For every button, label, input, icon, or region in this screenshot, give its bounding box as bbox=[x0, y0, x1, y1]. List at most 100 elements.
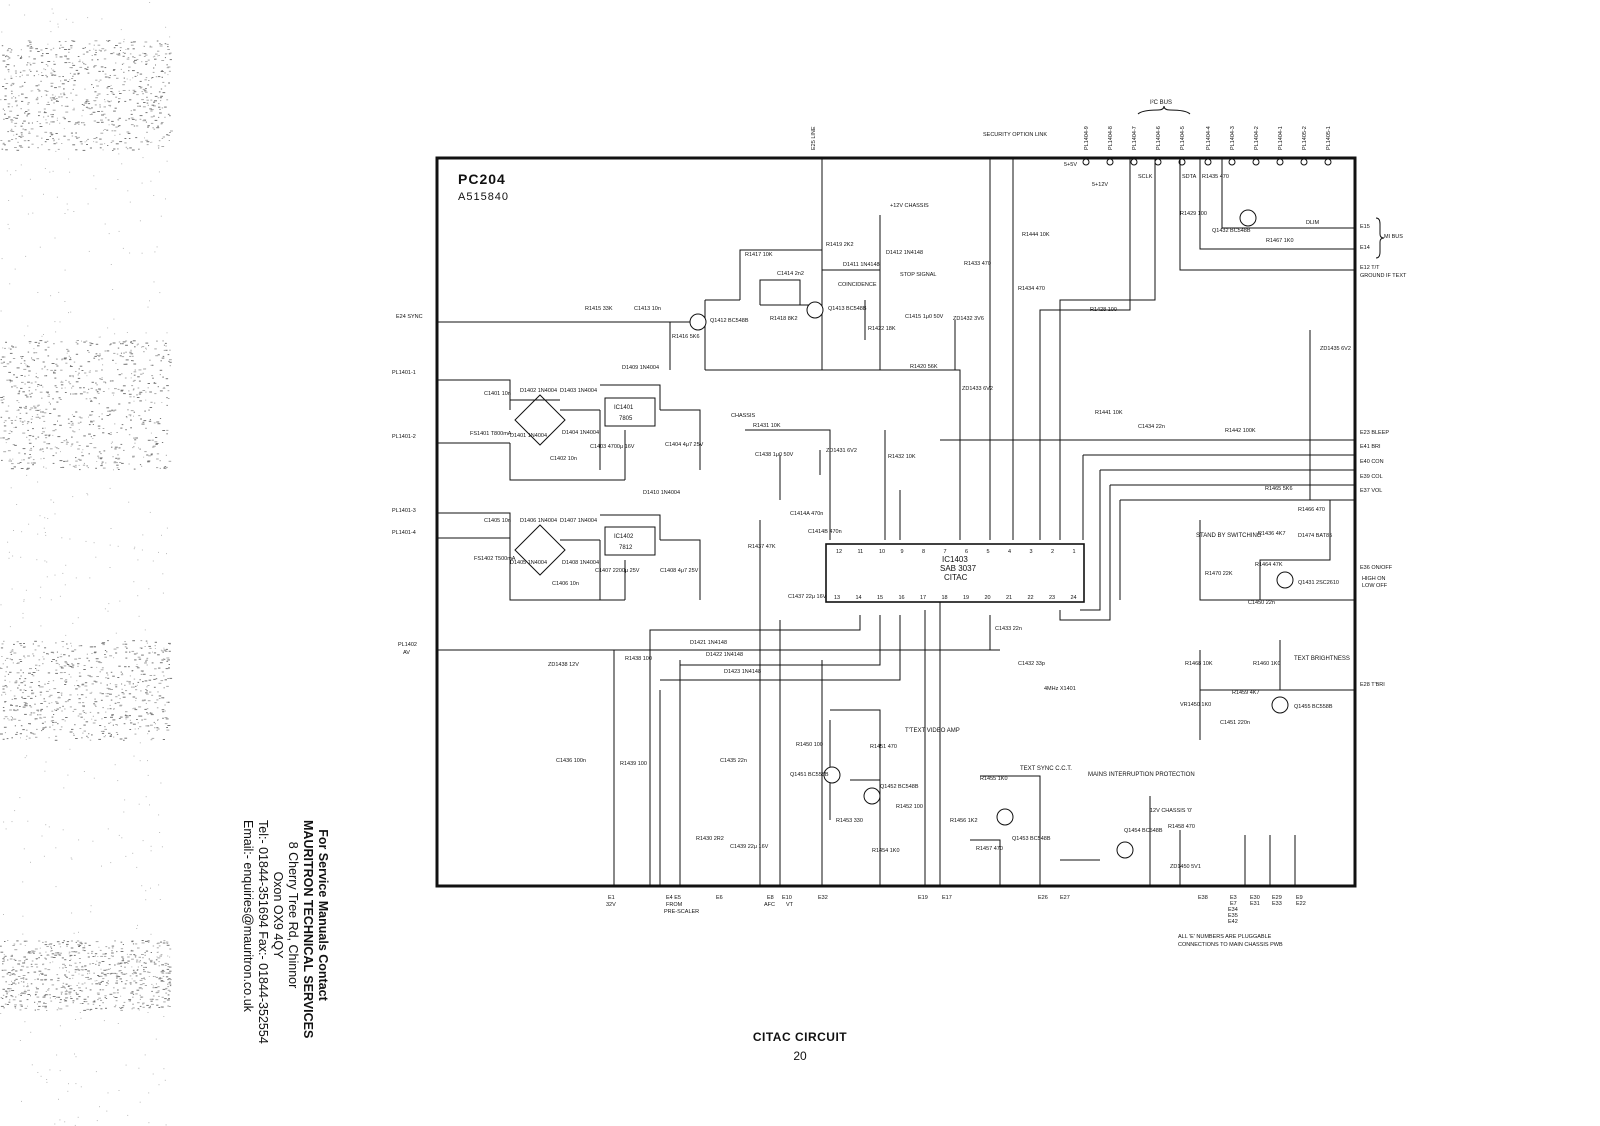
ic1403-pin-bottom: 20 bbox=[985, 595, 991, 601]
noise-speck bbox=[99, 671, 101, 673]
security-option-label: SECURITY OPTION LINK bbox=[983, 132, 1047, 138]
noise-speck bbox=[101, 463, 103, 465]
noise-speck bbox=[122, 696, 126, 698]
noise-speck bbox=[102, 642, 106, 644]
r1464-label: R1464 47K bbox=[1255, 562, 1283, 568]
noise-speck bbox=[45, 467, 47, 469]
noise-speck bbox=[31, 359, 35, 361]
noise-speck bbox=[31, 960, 34, 962]
noise-speck bbox=[79, 393, 83, 395]
noise-speck bbox=[137, 1002, 140, 1004]
noise-speck bbox=[134, 346, 136, 348]
noise-speck bbox=[9, 671, 12, 673]
noise-speck bbox=[157, 125, 159, 127]
noise-speck bbox=[76, 680, 78, 682]
noise-speck bbox=[9, 651, 12, 653]
noise-speck bbox=[99, 1106, 100, 1108]
noise-speck bbox=[0, 667, 2, 668]
noise-speck bbox=[84, 682, 88, 684]
noise-speck bbox=[86, 445, 89, 447]
noise-speck bbox=[149, 300, 150, 302]
noise-speck bbox=[126, 78, 128, 80]
noise-speck bbox=[33, 348, 35, 350]
noise-speck bbox=[10, 119, 13, 121]
noise-speck bbox=[135, 119, 137, 121]
noise-speck bbox=[159, 832, 161, 833]
noise-speck bbox=[72, 977, 74, 979]
noise-speck bbox=[144, 54, 148, 56]
noise-speck bbox=[12, 973, 15, 975]
noise-speck bbox=[166, 701, 170, 703]
noise-speck bbox=[85, 977, 88, 978]
noise-speck bbox=[158, 995, 160, 997]
noise-speck bbox=[87, 107, 90, 109]
noise-speck bbox=[100, 358, 104, 360]
noise-speck bbox=[98, 961, 101, 963]
noise-speck bbox=[24, 383, 26, 385]
d1403-label: D1403 1N4004 bbox=[560, 388, 597, 394]
noise-speck bbox=[2, 347, 4, 349]
noise-speck bbox=[87, 494, 89, 496]
noise-speck bbox=[107, 677, 110, 679]
noise-speck bbox=[169, 361, 172, 363]
fs1401-label: FS1401 T800mA bbox=[470, 431, 512, 437]
noise-speck bbox=[11, 422, 13, 424]
noise-speck bbox=[66, 648, 69, 650]
noise-speck bbox=[137, 387, 140, 389]
e4-e5-label: E4 E5 bbox=[666, 895, 681, 901]
noise-speck bbox=[64, 105, 68, 107]
noise-speck bbox=[134, 546, 136, 548]
noise-speck bbox=[48, 434, 51, 436]
noise-speck bbox=[75, 411, 78, 413]
noise-speck bbox=[149, 359, 151, 361]
noise-speck bbox=[146, 664, 148, 666]
noise-speck bbox=[23, 978, 25, 980]
noise-speck bbox=[28, 370, 31, 372]
noise-speck bbox=[52, 957, 56, 958]
c1435-label: C1435 22n bbox=[720, 758, 747, 764]
noise-speck bbox=[121, 688, 123, 690]
noise-speck bbox=[23, 956, 26, 958]
noise-speck bbox=[166, 727, 168, 728]
noise-speck bbox=[87, 996, 89, 998]
noise-speck bbox=[121, 960, 125, 962]
noise-speck bbox=[131, 118, 135, 120]
noise-speck bbox=[10, 719, 13, 721]
noise-speck bbox=[29, 343, 31, 344]
noise-speck bbox=[94, 704, 97, 706]
noise-speck bbox=[115, 696, 118, 698]
noise-speck bbox=[39, 947, 41, 949]
e33-label: E33 bbox=[1272, 901, 1282, 907]
noise-speck bbox=[146, 96, 148, 98]
noise-speck bbox=[135, 975, 138, 977]
noise-speck bbox=[132, 41, 135, 43]
noise-speck bbox=[92, 420, 95, 422]
noise-speck bbox=[63, 999, 66, 1001]
noise-speck bbox=[43, 698, 45, 700]
noise-speck bbox=[75, 738, 78, 739]
noise-speck bbox=[16, 409, 18, 411]
noise-speck bbox=[11, 821, 13, 823]
noise-speck bbox=[23, 459, 25, 461]
noise-speck bbox=[38, 681, 40, 683]
noise-speck bbox=[55, 886, 57, 888]
noise-speck bbox=[71, 78, 74, 79]
noise-speck bbox=[9, 348, 12, 350]
noise-speck bbox=[27, 146, 30, 148]
noise-speck bbox=[136, 344, 138, 346]
noise-speck bbox=[51, 702, 53, 704]
noise-speck bbox=[100, 968, 102, 970]
noise-speck bbox=[60, 467, 62, 468]
noise-speck bbox=[6, 64, 10, 66]
noise-speck bbox=[18, 452, 21, 454]
noise-speck bbox=[105, 382, 107, 384]
noise-speck bbox=[71, 444, 73, 446]
noise-speck bbox=[24, 961, 25, 963]
noise-speck bbox=[18, 145, 22, 147]
noise-speck bbox=[128, 393, 132, 395]
noise-speck bbox=[42, 983, 44, 985]
r1438-label: R1438 100 bbox=[625, 656, 652, 662]
noise-speck bbox=[52, 455, 55, 457]
noise-speck bbox=[81, 1003, 84, 1004]
noise-speck bbox=[19, 406, 22, 408]
